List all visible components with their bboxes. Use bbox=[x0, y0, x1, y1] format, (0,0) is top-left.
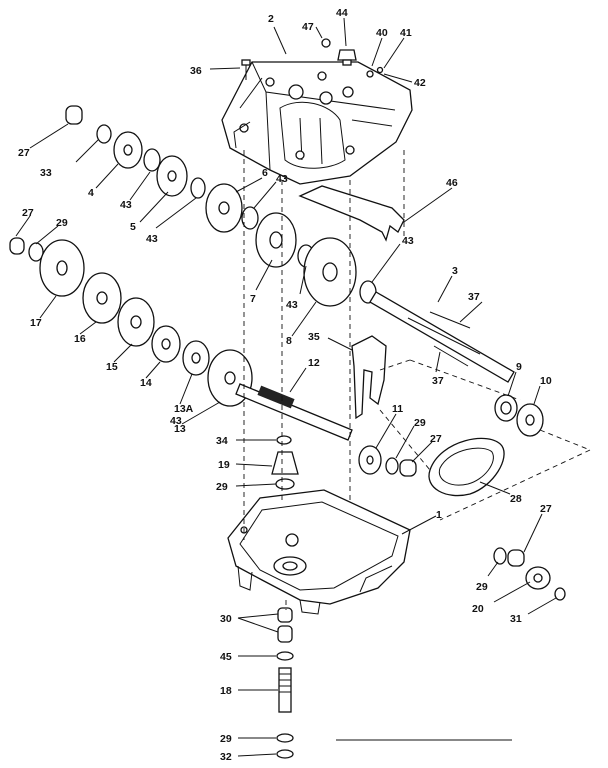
part-bearing-sprocket bbox=[494, 394, 544, 437]
part-small-sprocket bbox=[358, 445, 417, 477]
callout-label: 31 bbox=[510, 613, 522, 625]
callout-label: 32 bbox=[220, 751, 232, 763]
callout-label: 43 bbox=[146, 233, 158, 245]
callout-label: 36 bbox=[190, 65, 202, 77]
callout-label: 17 bbox=[30, 317, 42, 329]
callout-label: 9 bbox=[516, 361, 522, 373]
callout-label: 35 bbox=[308, 331, 320, 343]
callout-label: 10 bbox=[540, 375, 552, 387]
callout-label: 29 bbox=[220, 733, 232, 745]
callout-label: 43 bbox=[286, 299, 298, 311]
part-bevel-gear bbox=[271, 435, 299, 490]
callout-label: 42 bbox=[414, 77, 426, 89]
callout-label: 18 bbox=[220, 685, 232, 697]
callout-label: 37 bbox=[468, 291, 480, 303]
callout-label: 47 bbox=[302, 21, 314, 33]
part-top-housing bbox=[221, 61, 413, 185]
leader-lines bbox=[15, 17, 557, 757]
callout-label: 1 bbox=[436, 509, 442, 521]
callout-label: 14 bbox=[140, 377, 152, 389]
callout-label: 43 bbox=[120, 199, 132, 211]
assembly-lines bbox=[243, 150, 591, 610]
callout-label: 12 bbox=[308, 357, 320, 369]
callout-label: 2 bbox=[268, 13, 274, 25]
callout-label: 46 bbox=[446, 177, 458, 189]
part-spring bbox=[376, 66, 384, 74]
part-chain bbox=[428, 437, 505, 497]
callout-label: 43 bbox=[402, 235, 414, 247]
part-ball bbox=[366, 70, 374, 78]
callout-label: 34 bbox=[216, 435, 228, 447]
callout-label: 11 bbox=[392, 403, 403, 415]
part-vertical-stack bbox=[276, 607, 294, 759]
part-cap bbox=[337, 49, 357, 66]
part-gear-stack-lower bbox=[9, 237, 253, 407]
callout-label: 29 bbox=[476, 581, 488, 593]
callout-label: 13 bbox=[174, 423, 186, 435]
part-lower-case bbox=[227, 489, 411, 615]
callout-label: 27 bbox=[22, 207, 34, 219]
callout-label: 29 bbox=[216, 481, 228, 493]
callout-label: 45 bbox=[220, 651, 232, 663]
part-shift-fork bbox=[351, 335, 387, 420]
callout-label: 27 bbox=[540, 503, 552, 515]
callout-label: 3 bbox=[452, 265, 458, 277]
callout-labels: 1 2 3 4 5 6 7 8 9 10 11 12 13 13A 14 15 … bbox=[18, 7, 552, 763]
callout-label: 8 bbox=[286, 335, 292, 347]
callout-label: 6 bbox=[262, 167, 268, 179]
callout-label: 7 bbox=[250, 293, 256, 305]
callout-label: 4 bbox=[88, 187, 94, 199]
callout-label: 27 bbox=[430, 433, 442, 445]
callout-label: 37 bbox=[432, 375, 444, 387]
part-axle-end bbox=[493, 547, 566, 601]
callout-label: 29 bbox=[414, 417, 426, 429]
part-shifter-bracket bbox=[298, 185, 405, 242]
part-bolt bbox=[241, 59, 251, 80]
callout-label: 27 bbox=[18, 147, 30, 159]
callout-label: 16 bbox=[74, 333, 86, 345]
part-shaft-lower bbox=[235, 383, 353, 441]
callout-label: 5 bbox=[130, 221, 136, 233]
part-gear-stack-upper bbox=[65, 105, 259, 233]
callout-label: 20 bbox=[472, 603, 484, 615]
callout-label: 13A bbox=[174, 403, 194, 415]
callout-label: 33 bbox=[40, 167, 52, 179]
callout-label: 41 bbox=[400, 27, 412, 39]
callout-label: 28 bbox=[510, 493, 522, 505]
callout-label: 43 bbox=[170, 415, 182, 427]
callout-label: 44 bbox=[336, 7, 348, 19]
callout-label: 19 bbox=[218, 459, 230, 471]
part-gear-middle bbox=[255, 212, 377, 307]
part-nut bbox=[321, 38, 331, 48]
callout-label: 30 bbox=[220, 613, 232, 625]
callout-label: 43 bbox=[276, 173, 288, 185]
callout-label: 15 bbox=[106, 361, 118, 373]
callout-label: 40 bbox=[376, 27, 388, 39]
part-shaft-upper bbox=[369, 291, 515, 383]
callout-label: 29 bbox=[56, 217, 68, 229]
